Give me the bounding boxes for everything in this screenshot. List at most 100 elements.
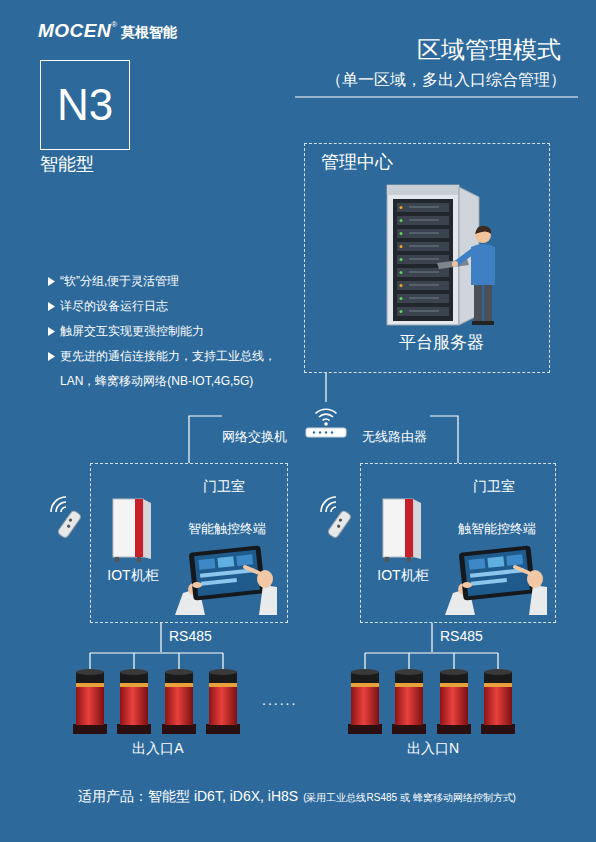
ellipsis: ...... bbox=[262, 692, 297, 708]
model-badge: N3智能型 bbox=[40, 60, 132, 180]
tablet-illustration bbox=[487, 556, 504, 568]
server-rack-illustration bbox=[397, 242, 449, 251]
server-rack-illustration bbox=[472, 321, 483, 325]
entrance-node: 出入口A bbox=[68, 652, 252, 762]
iot-cabinet-illustration bbox=[113, 499, 143, 557]
server-rack-illustration bbox=[409, 245, 439, 247]
logo: MOCEN®莫根智能 bbox=[38, 20, 177, 42]
feature-item: 触屏交互实现更强控制能力 bbox=[60, 319, 288, 344]
bollard bbox=[178, 653, 179, 670]
bollard bbox=[209, 683, 237, 687]
server-rack-illustration bbox=[400, 232, 403, 235]
title-underline bbox=[295, 97, 578, 98]
server-rack-illustration bbox=[409, 284, 439, 286]
bollard bbox=[484, 683, 512, 687]
server-label: 平台服务器 bbox=[379, 333, 503, 353]
server-node: 平台服务器 bbox=[379, 179, 507, 357]
server-rack-illustration bbox=[400, 206, 403, 209]
terminal-label: 触智能控终端 bbox=[441, 521, 553, 537]
remote-control-icon bbox=[68, 518, 72, 522]
router-icon bbox=[325, 431, 327, 433]
bollard bbox=[206, 724, 240, 734]
server-rack-illustration bbox=[397, 307, 449, 316]
tablet-illustration bbox=[441, 541, 553, 615]
guard-room-box: 门卫室IOT机柜触智能控终端 bbox=[360, 463, 556, 623]
box-heading: 门卫室 bbox=[203, 478, 245, 495]
bollard bbox=[453, 653, 454, 670]
bollard bbox=[165, 669, 193, 675]
bullet-triangle bbox=[48, 302, 55, 311]
bollard bbox=[351, 683, 379, 687]
tablet-illustration bbox=[171, 541, 283, 615]
remote-control-icon bbox=[57, 510, 82, 539]
bullet-triangle bbox=[48, 352, 55, 361]
feature-list: “软”分组,便于灵活管理详尽的设备运行日志触屏交互实现更强控制能力更先进的通信连… bbox=[60, 269, 288, 394]
server-rack-illustration bbox=[409, 219, 439, 221]
bollard bbox=[395, 683, 423, 687]
model-type: 智能型 bbox=[40, 154, 94, 176]
server-rack-illustration bbox=[387, 185, 459, 325]
bollard bbox=[73, 653, 107, 734]
router-icon bbox=[306, 428, 346, 437]
tablet-illustration bbox=[471, 578, 507, 586]
bullet-triangle bbox=[48, 327, 55, 336]
tablet-illustration bbox=[200, 568, 254, 578]
box-heading: 管理中心 bbox=[321, 152, 393, 174]
bus-wire bbox=[365, 652, 498, 653]
router-icon bbox=[319, 431, 321, 433]
bollard bbox=[392, 653, 426, 734]
bollard bbox=[120, 687, 148, 725]
feature-item: 详尽的设备运行日志 bbox=[60, 294, 288, 319]
server-rack-illustration bbox=[409, 271, 439, 273]
subtitle: （单一区域，多出入口综合管理） bbox=[326, 70, 566, 91]
bollard bbox=[348, 724, 382, 734]
bollard bbox=[165, 683, 193, 687]
feature-item: “软”分组,便于灵活管理 bbox=[60, 269, 288, 294]
bollard bbox=[395, 669, 423, 675]
server-rack-illustration bbox=[484, 283, 492, 323]
remote-control-icon bbox=[338, 518, 342, 522]
remote-control-icon bbox=[56, 502, 66, 512]
bollard bbox=[89, 653, 90, 670]
router-icon bbox=[319, 414, 333, 417]
bollard bbox=[117, 724, 151, 734]
remote-control-icon bbox=[326, 502, 336, 512]
tablet-illustration bbox=[529, 585, 547, 615]
product-note-detail: (采用工业总线RS485 或 蜂窝移动网络控制方式) bbox=[303, 791, 516, 805]
router-icon bbox=[323, 419, 330, 420]
entrance-label: 出入口A bbox=[68, 740, 248, 757]
bollard bbox=[437, 724, 471, 734]
server-rack-illustration bbox=[475, 226, 491, 234]
server-rack-illustration bbox=[409, 310, 439, 312]
server-rack-illustration bbox=[409, 206, 439, 208]
remote-control-icon bbox=[327, 510, 352, 539]
tablet-illustration bbox=[470, 568, 524, 578]
tablet-illustration bbox=[459, 545, 536, 600]
tablet-illustration bbox=[198, 558, 215, 570]
product-note: 适用产品：智能型 iD6T, iD6X, iH8S bbox=[78, 788, 298, 806]
bollard bbox=[76, 683, 104, 687]
server-rack-illustration bbox=[400, 219, 403, 222]
connector-line bbox=[431, 623, 432, 652]
iot-cabinet-illustration bbox=[383, 499, 413, 557]
remote-control-icon bbox=[51, 497, 66, 512]
iot-cabinet-illustration bbox=[115, 557, 119, 562]
bollard bbox=[348, 653, 382, 734]
iot-cabinet-illustration bbox=[407, 557, 411, 562]
connector-line bbox=[160, 623, 161, 652]
bollard bbox=[395, 687, 423, 725]
server-rack-illustration bbox=[400, 245, 403, 248]
server-rack-illustration bbox=[400, 297, 403, 300]
server-rack-illustration bbox=[457, 251, 473, 263]
connector-line bbox=[189, 416, 222, 463]
management-center-box: 管理中心平台服务器 bbox=[304, 143, 550, 373]
bollard bbox=[222, 653, 223, 670]
bollard bbox=[481, 724, 515, 734]
server-rack-illustration bbox=[483, 321, 494, 325]
server-rack-illustration bbox=[400, 284, 403, 287]
iot-cabinet-illustration bbox=[111, 497, 155, 565]
router-icon bbox=[316, 409, 337, 413]
bollard bbox=[117, 653, 151, 734]
server-rack-illustration bbox=[452, 261, 458, 267]
remote-control-icon bbox=[61, 507, 66, 512]
